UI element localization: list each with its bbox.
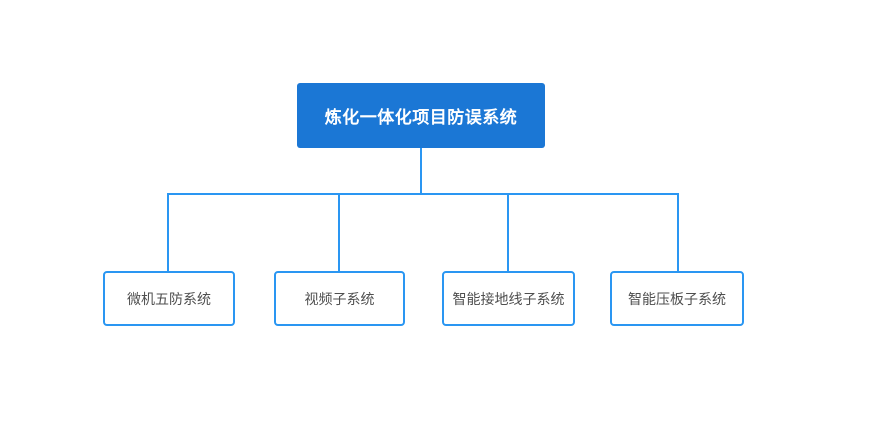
child-node-pressure-plate[interactable]: 智能压板子系统: [610, 271, 744, 326]
child-node-label: 智能接地线子系统: [452, 291, 565, 308]
connector-root-vertical: [420, 148, 422, 194]
connector-horizontal-bus: [167, 193, 679, 195]
connector-drop-child-1: [167, 193, 169, 271]
child-node-label: 智能压板子系统: [628, 291, 726, 308]
connector-drop-child-3: [507, 193, 509, 271]
child-node-grounding-wire[interactable]: 智能接地线子系统: [442, 271, 575, 326]
root-node[interactable]: 炼化一体化项目防误系统: [297, 83, 545, 148]
child-node-label: 视频子系统: [304, 291, 375, 308]
child-node-wujifang[interactable]: 微机五防系统: [103, 271, 235, 326]
child-node-video[interactable]: 视频子系统: [274, 271, 405, 326]
connector-drop-child-4: [677, 193, 679, 271]
root-node-label: 炼化一体化项目防误系统: [324, 108, 518, 128]
child-node-label: 微机五防系统: [127, 291, 211, 308]
connector-drop-child-2: [338, 193, 340, 271]
